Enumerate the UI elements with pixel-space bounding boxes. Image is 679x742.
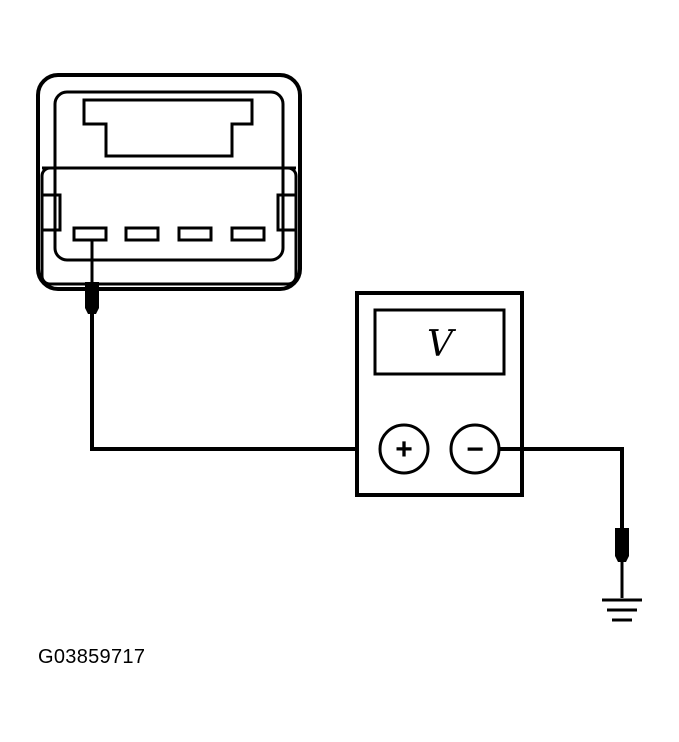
connector-side-key-right: [276, 193, 298, 232]
ground-probe-body: [615, 528, 629, 562]
connector-locking-tab: [82, 98, 254, 158]
voltmeter: V + −: [355, 291, 524, 497]
connector-front-face: [40, 166, 298, 286]
connector-inner-housing: [53, 90, 285, 262]
connector-side-key-left: [40, 193, 62, 232]
positive-terminal-symbol: +: [395, 433, 413, 466]
ground-icon: [602, 598, 642, 622]
figure-reference-code: G03859717: [38, 646, 146, 668]
connector-terminal-1: [72, 226, 108, 242]
connector-terminal-3: [177, 226, 213, 242]
voltmeter-display: [373, 308, 506, 376]
probe-tip: [85, 282, 99, 314]
voltmeter-display-symbol: V: [427, 324, 457, 365]
connector-terminal-2: [124, 226, 160, 242]
connector-outer-housing: [36, 73, 302, 291]
positive-probe: [85, 240, 99, 314]
ground-probe: [615, 528, 629, 598]
positive-terminal: [378, 423, 430, 475]
connector-terminal-4: [230, 226, 266, 242]
positive-lead-wire: [90, 314, 380, 451]
negative-terminal-symbol: −: [466, 433, 484, 466]
negative-lead-wire: [499, 447, 624, 528]
connector: [36, 73, 302, 291]
